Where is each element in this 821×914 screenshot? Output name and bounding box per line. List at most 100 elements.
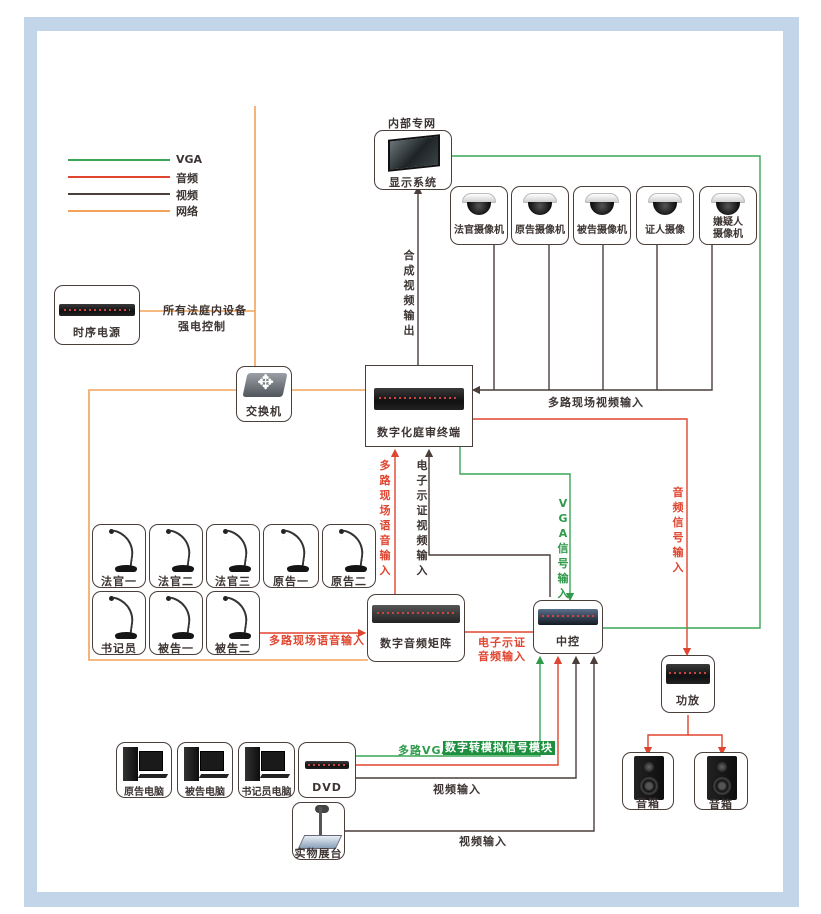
speaker-icon	[707, 756, 737, 800]
multi-camera-in-label: 多路现场视频输入	[548, 396, 644, 409]
microphone-node[interactable]: 原告一	[263, 524, 319, 588]
camera-bus	[471, 245, 713, 395]
desktop-computer-icon	[245, 747, 291, 783]
microphone-node[interactable]: 原告二	[322, 524, 376, 588]
legend-swatch-vga	[68, 159, 170, 161]
court-terminal-node[interactable]: 数字化庭审终端	[365, 365, 473, 447]
microphone-node[interactable]: 书记员	[92, 591, 146, 655]
gooseneck-mic-icon	[215, 529, 255, 573]
terminal-to-amp-audio	[472, 418, 692, 657]
gooseneck-mic-icon	[158, 596, 198, 640]
microphone-label: 法官三	[215, 575, 251, 588]
power-sequencer-icon	[59, 304, 135, 316]
camera-node[interactable]: 法官摄像机	[450, 186, 508, 245]
camera-label: 原告摄像机	[515, 225, 565, 236]
display-system-node[interactable]: 显示系统	[374, 130, 452, 190]
microphone-label: 被告一	[158, 642, 194, 655]
speaker-label: 音箱	[636, 797, 660, 810]
multi-vga-label: 多路VGA	[398, 744, 452, 757]
gooseneck-mic-icon	[273, 529, 313, 573]
microphone-node[interactable]: 法官三	[206, 524, 260, 588]
desktop-computer-icon	[184, 747, 230, 783]
speaker-label: 音箱	[709, 798, 733, 811]
power-control-label-1: 所有法庭内设备	[163, 304, 247, 317]
amplifier-label: 功放	[676, 694, 700, 707]
desktop-computer-icon	[123, 747, 169, 783]
dome-camera-icon	[648, 193, 682, 215]
camera-node[interactable]: 证人摄像	[636, 186, 694, 245]
audio-matrix-icon	[372, 605, 460, 623]
power-sequencer-label: 时序电源	[73, 326, 121, 339]
computer-node[interactable]: 书记员电脑	[238, 742, 295, 798]
visualizer-video-in-label: 视频输入	[459, 835, 507, 848]
speaker-node[interactable]: 音箱	[694, 752, 748, 811]
central-control-label: 中控	[556, 635, 580, 648]
composite-video-out-label: 合成视频输出	[403, 249, 415, 337]
display-to-control-vga	[452, 155, 761, 629]
dvd-node[interactable]: DVD	[298, 742, 356, 798]
microphone-label: 书记员	[101, 642, 137, 655]
computer-node[interactable]: 原告电脑	[116, 742, 172, 798]
speaker-node[interactable]: 音箱	[622, 752, 674, 810]
microphone-node[interactable]: 被告一	[149, 591, 203, 655]
power-control-label-2: 强电控制	[178, 320, 226, 333]
camera-label: 法官摄像机	[454, 225, 504, 236]
dome-camera-icon	[523, 193, 557, 215]
computer-node[interactable]: 被告电脑	[177, 742, 233, 798]
gooseneck-mic-icon	[331, 529, 371, 573]
terminal-server-icon	[374, 388, 464, 410]
camera-node[interactable]: 被告摄像机	[573, 186, 631, 245]
switch-label: 交换机	[246, 405, 282, 418]
legend-swatch-network	[68, 210, 170, 212]
dome-camera-icon	[585, 193, 619, 215]
monitor-icon	[388, 134, 440, 172]
camera-label: 证人摄像	[645, 225, 685, 236]
amplifier-node[interactable]: 功放	[661, 655, 715, 713]
display-network-label: 内部专网	[388, 117, 436, 130]
switch-node[interactable]: 交换机	[236, 366, 292, 422]
visualizer-label: 实物展台	[294, 847, 343, 860]
audio-lines	[260, 418, 727, 766]
amplifier-icon	[666, 664, 710, 684]
audio-matrix-label: 数字音频矩阵	[380, 637, 452, 650]
speaker-icon	[634, 756, 664, 800]
central-control-node[interactable]: 中控	[533, 600, 603, 654]
camera-label: 嫌疑人摄像机	[713, 217, 743, 240]
microphone-node[interactable]: 被告二	[206, 591, 260, 655]
multi-voice-in-horizontal-label: 多路现场语音输入	[269, 634, 365, 647]
dvd-video-in-label: 视频输入	[433, 783, 481, 796]
power-sequencer-node[interactable]: 时序电源	[54, 285, 140, 345]
gooseneck-mic-icon	[101, 596, 141, 640]
evidence-video-line	[424, 448, 551, 597]
vga-signal-in-label: VGA信号输入	[557, 497, 569, 600]
evidence-audio-in-label-1: 电子示证	[478, 636, 526, 649]
legend-label-audio: 音频	[176, 172, 198, 185]
legend-label-vga: VGA	[176, 153, 203, 166]
audio-matrix-node[interactable]: 数字音频矩阵	[367, 594, 465, 662]
dvd-video-line	[356, 655, 581, 779]
d2a-module-label: 数字转模拟信号模块	[443, 741, 555, 755]
microphone-label: 法官二	[158, 575, 194, 588]
legend-swatch-video	[68, 193, 170, 195]
dvd-player-icon	[305, 761, 349, 769]
microphone-label: 原告二	[331, 575, 367, 588]
network-lines	[88, 106, 368, 661]
microphone-node[interactable]: 法官一	[92, 524, 146, 588]
audio-signal-in-label: 音频信号输入	[672, 486, 684, 574]
evidence-audio-in-label-2: 音频输入	[478, 650, 526, 663]
microphone-node[interactable]: 法官二	[149, 524, 203, 588]
camera-node[interactable]: 嫌疑人摄像机	[699, 186, 757, 245]
gooseneck-mic-icon	[101, 529, 141, 573]
evidence-video-in-label: 电子示证视频输入	[416, 459, 428, 577]
gooseneck-mic-icon	[215, 596, 255, 640]
visualizer-node[interactable]: 实物展台	[292, 802, 345, 860]
document-camera-icon	[297, 805, 343, 849]
camera-node[interactable]: 原告摄像机	[511, 186, 569, 245]
dvd-audio-line	[356, 655, 563, 766]
dome-camera-icon	[711, 193, 745, 215]
multi-voice-in-vertical-label: 多路现场语音输入	[379, 459, 391, 577]
display-system-label: 显示系统	[389, 176, 437, 189]
legend-swatch-audio	[68, 176, 170, 178]
dome-camera-icon	[462, 193, 496, 215]
